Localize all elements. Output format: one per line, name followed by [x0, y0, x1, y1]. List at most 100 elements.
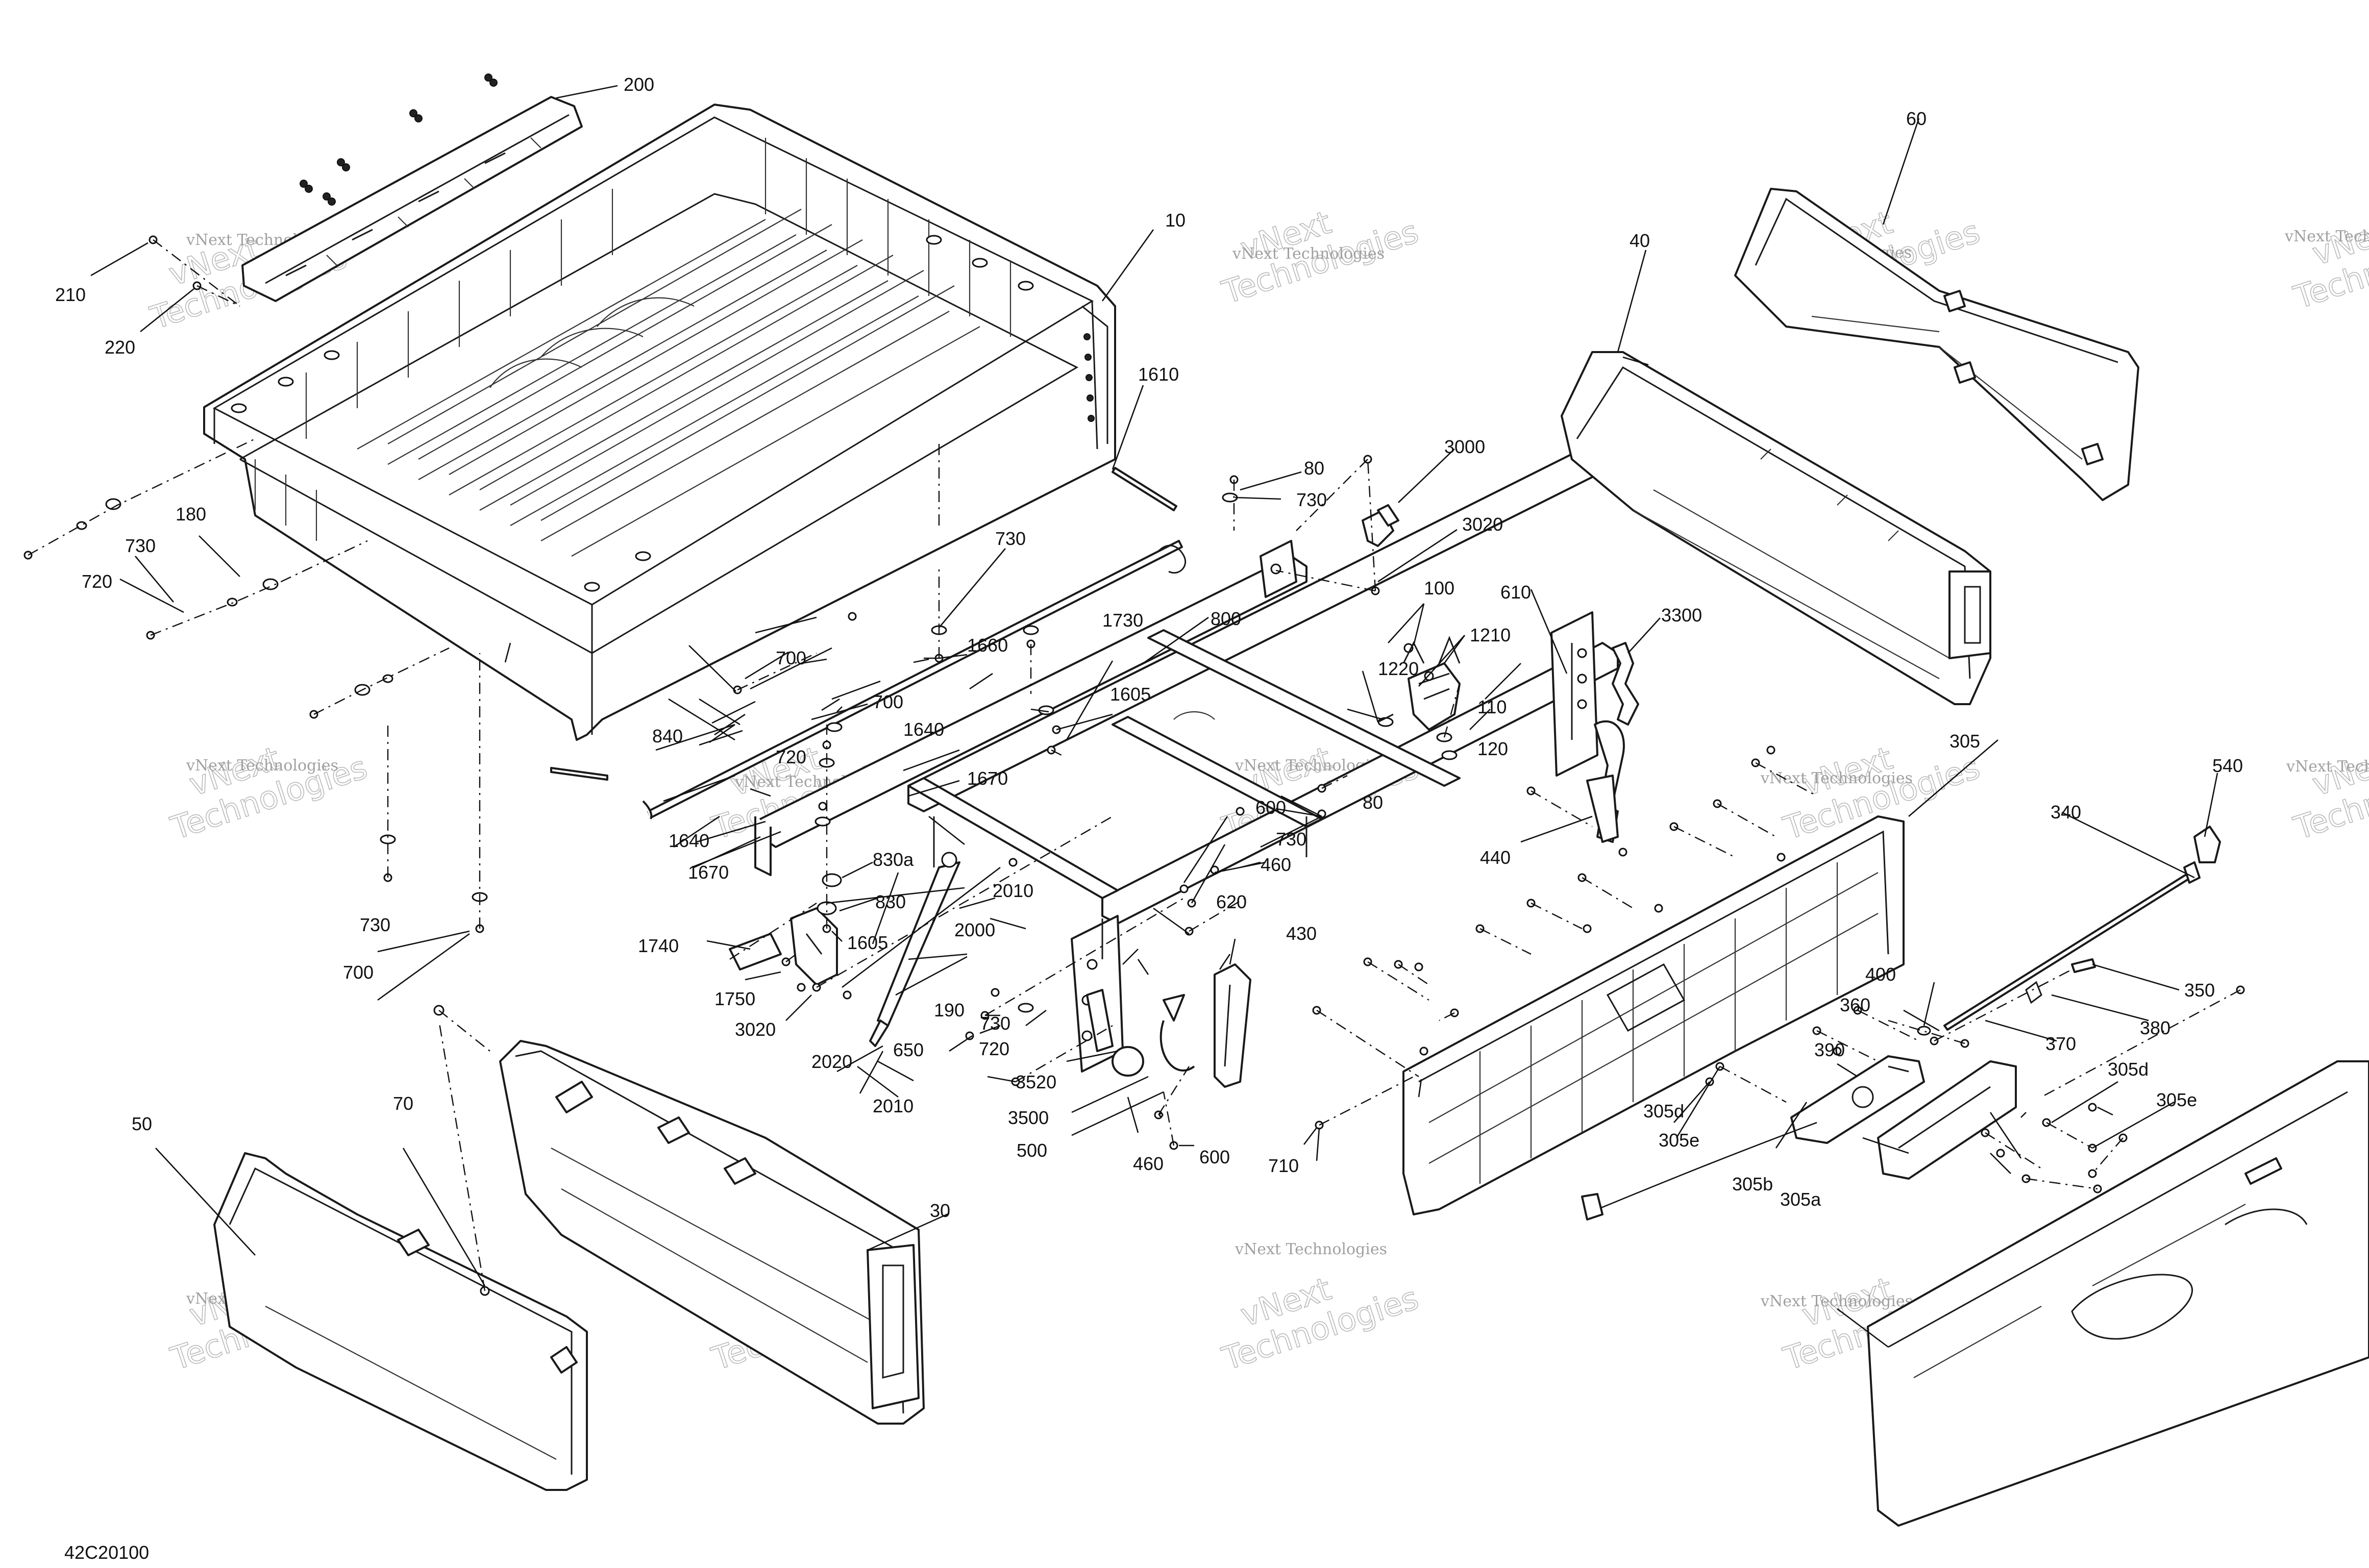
callout-730-bottom: 730 [360, 914, 390, 935]
watermark-text: vNext Technologies [1760, 1292, 1913, 1310]
callout-1640-mid: 1640 [903, 719, 944, 740]
callout-1605-lower: 1605 [847, 932, 888, 953]
callout-430: 430 [1286, 923, 1317, 944]
watermark-text: vNext Technologies [2286, 758, 2369, 776]
callout-720-lower: 720 [979, 1038, 1009, 1059]
part-10-cargo-box [203, 104, 1116, 741]
callout-360: 360 [1840, 994, 1870, 1015]
callout-700-bottom: 700 [343, 962, 374, 983]
callout-3500: 3500 [1008, 1107, 1049, 1128]
callout-600-mid: 600 [1255, 797, 1286, 818]
part-50-left-lower-panel [213, 1152, 588, 1491]
watermark: vNext Technologies [2289, 208, 2369, 316]
callout-500: 500 [1017, 1140, 1047, 1161]
watermark-text: vNext Technologies [186, 757, 338, 775]
callout-305e-left: 305e [1659, 1130, 1699, 1151]
part-390-handle [1790, 1055, 1925, 1144]
callout-2010-upper: 2010 [993, 880, 1033, 901]
callout-1720: 720 [776, 746, 806, 767]
callout-80-mid: 80 [1363, 792, 1383, 813]
part-3000-bracket [1362, 504, 1399, 547]
callout-730-mid: 730 [1276, 829, 1306, 850]
callout-305d-left: 305d [1643, 1101, 1684, 1122]
part-60-right-upper-panel [1734, 188, 2139, 501]
callout-3000: 3000 [1444, 436, 1485, 457]
callout-50: 50 [132, 1113, 152, 1134]
callout-210: 210 [55, 284, 86, 305]
part-1740-bracket [729, 907, 838, 986]
callout-305d-right: 305d [2108, 1059, 2149, 1080]
part-3500-cap [1112, 1020, 1195, 1077]
part-305-tailgate-inner [1402, 815, 1905, 1215]
watermark: vNext Technologies [1217, 1270, 1423, 1378]
callout-700-mid: 700 [873, 691, 903, 712]
callout-1730: 1730 [1102, 610, 1143, 631]
callout-830a: 830a [873, 849, 914, 870]
callout-labels: 200 210 220 10 1610 80 730 3000 3020 730… [55, 74, 2243, 1221]
callout-370: 370 [2045, 1033, 2076, 1054]
callout-1605-upper: 1605 [1110, 684, 1151, 705]
callout-700-upper: 700 [776, 648, 806, 668]
part-305a-latch-housing [1877, 1060, 2017, 1180]
callout-100: 100 [1424, 578, 1454, 599]
callout-440: 440 [1480, 847, 1511, 868]
callout-730-upper: 730 [995, 528, 1026, 549]
callout-540: 540 [2212, 755, 2243, 776]
callout-2020: 2020 [811, 1051, 852, 1072]
part-430-bracket [1214, 963, 1251, 1088]
part-200-rail-cover [241, 73, 583, 302]
callout-350: 350 [2184, 980, 2215, 1001]
callout-80-top: 80 [1304, 458, 1324, 479]
callout-305b: 305b [1732, 1174, 1773, 1194]
part-300-tailgate-outer [1867, 1060, 2369, 1527]
callout-730-top: 730 [1296, 489, 1327, 510]
callout-3020-lower: 3020 [735, 1019, 776, 1040]
callout-1750: 1750 [714, 988, 755, 1009]
watermark-text: vNext Technologies [2284, 228, 2369, 245]
callout-710: 710 [1268, 1155, 1299, 1176]
callout-2010-lower: 2010 [873, 1096, 914, 1116]
callout-730-lower: 730 [980, 1013, 1010, 1034]
callout-190: 190 [934, 1000, 965, 1021]
assembly-lines [28, 239, 2241, 1291]
part-440-rod [1586, 775, 1619, 843]
callout-460-mid: 460 [1261, 854, 1291, 875]
callout-3520: 3520 [1016, 1072, 1056, 1092]
watermark: vNext Technologies [2289, 739, 2369, 847]
callout-1220: 1220 [1378, 658, 1419, 679]
leader-lines [90, 85, 2218, 1348]
callout-305e-right: 305e [2156, 1089, 2197, 1110]
callout-460-lower: 460 [1133, 1153, 1164, 1174]
callout-220: 220 [105, 337, 135, 358]
watermark-text: vNext Technologies [1232, 245, 1385, 263]
callout-200: 200 [624, 74, 654, 95]
callout-730-left: 730 [125, 535, 156, 556]
callout-650: 650 [893, 1039, 924, 1060]
part-800-frame [754, 443, 1619, 1073]
callout-10: 10 [1165, 210, 1186, 231]
callout-1670-left: 1670 [688, 862, 729, 883]
callout-830: 830 [875, 891, 906, 912]
part-340-rod [1943, 861, 2201, 1031]
watermark-text: vNext Technologies [1235, 1240, 1387, 1258]
callout-620: 620 [1216, 891, 1247, 912]
callout-110: 110 [1477, 696, 1507, 717]
callout-3300: 3300 [1661, 605, 1702, 626]
part-3300-clip [1612, 642, 1639, 726]
callout-70: 70 [393, 1093, 413, 1114]
callout-30: 30 [930, 1200, 950, 1221]
callout-840: 840 [652, 726, 683, 746]
callout-390: 390 [1814, 1039, 1845, 1060]
part-40-right-side-panel [1561, 351, 1991, 705]
watermark-text: vNext Technologies [1760, 769, 1913, 787]
callout-2000: 2000 [954, 919, 995, 940]
callout-380: 380 [2140, 1017, 2170, 1038]
part-2000-gas-strut [869, 852, 960, 1047]
part-380-spring [2025, 981, 2042, 1004]
callout-720-left: 720 [82, 571, 112, 592]
callout-800: 800 [1211, 608, 1241, 629]
callout-40: 40 [1630, 230, 1650, 251]
callout-180: 180 [176, 504, 206, 525]
part-350-pin [2071, 958, 2096, 973]
